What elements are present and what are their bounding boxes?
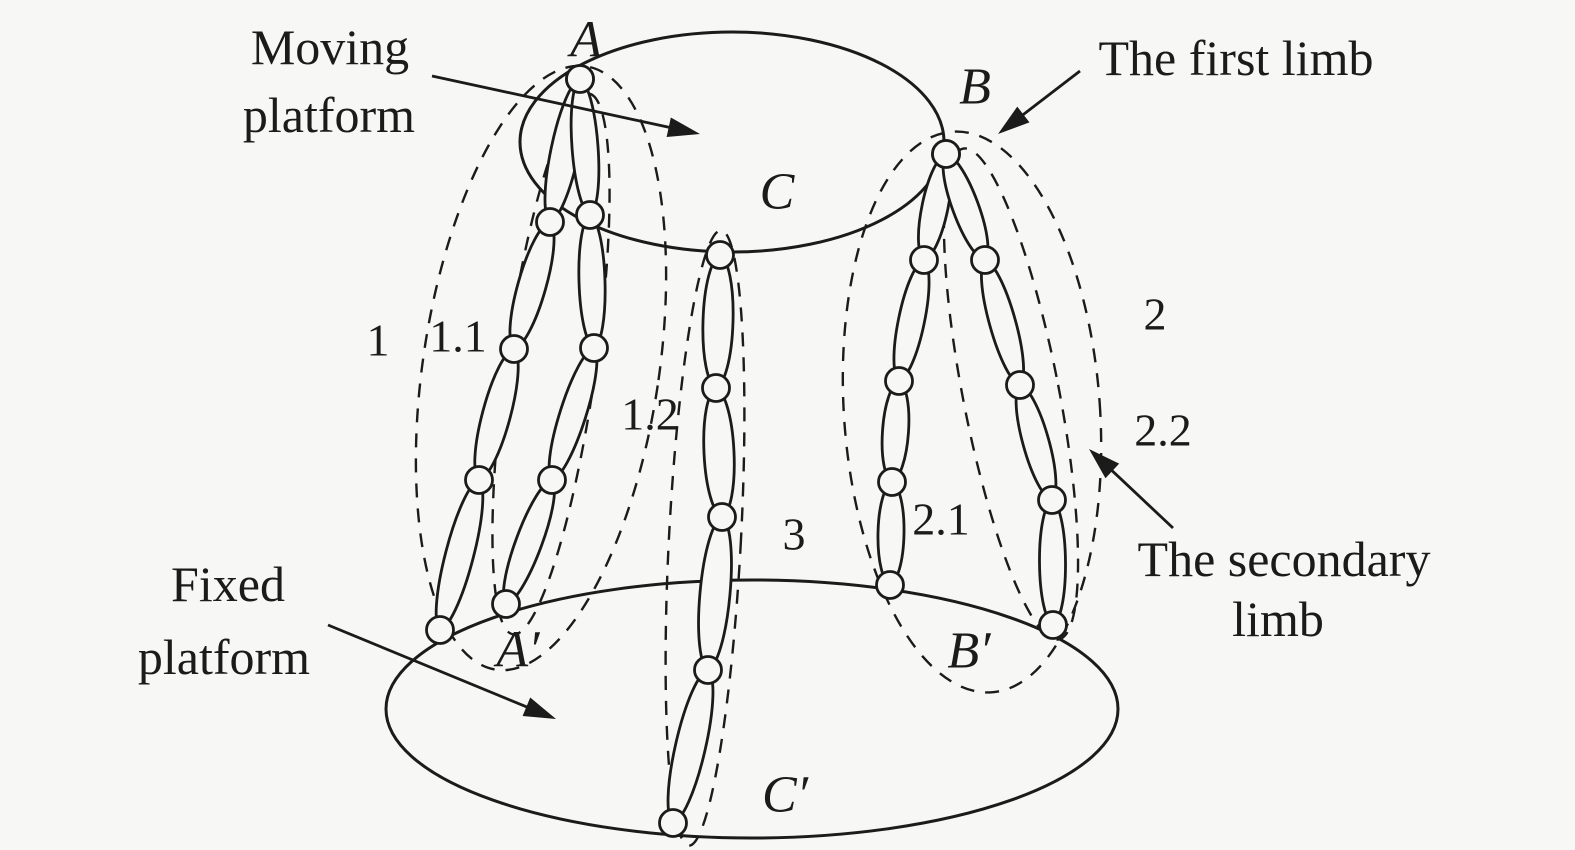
chain-3-joint-2 <box>701 373 731 403</box>
point-c-label: C <box>760 164 796 221</box>
chain-2-1-joint-4 <box>877 467 907 497</box>
first-limb-label: The first limb <box>1099 30 1374 86</box>
limb-2-2-label: 2.2 <box>1134 405 1192 456</box>
first-limb-arrow-shaft <box>1017 69 1081 120</box>
moving-platform-arrow-shaft <box>431 74 675 130</box>
first-limb-arrow-head <box>998 106 1030 134</box>
fixed-platform-label-line1: Fixed <box>171 556 285 612</box>
chain-1-2-link-3 <box>547 348 599 480</box>
secondary-limb-arrow-shaft <box>1106 465 1174 530</box>
chain-1-1-joint-3 <box>499 334 529 364</box>
limb-2-label: 2 <box>1144 289 1167 340</box>
chain-1-2-link-2 <box>577 215 607 348</box>
moving-platform-arrow-head <box>666 117 700 138</box>
point-b-prime-label: B′ <box>947 623 992 680</box>
chain-2-1-link-4 <box>876 482 906 585</box>
point-c-prime-label: C′ <box>762 767 810 824</box>
limb-1-label: 1 <box>367 315 390 366</box>
chain-3-joint-1 <box>705 240 735 270</box>
chain-1-1-joint-5 <box>425 615 455 645</box>
limb-1-outer-outline <box>414 64 668 672</box>
chain-1-2-joint-1 <box>565 64 595 94</box>
limb-3-label: 3 <box>783 509 806 560</box>
chain-1-2-joint-4 <box>537 465 567 495</box>
moving-platform-label-line1: Moving <box>251 19 409 75</box>
chain-1-1-link-2 <box>508 222 556 349</box>
fixed-platform-arrow-head <box>522 697 556 719</box>
chain-2-2-link-3 <box>1014 385 1058 500</box>
limb-2-outer-outline <box>841 130 1103 694</box>
chain-2-2-joint-5 <box>1038 610 1068 640</box>
limb-2-2-inner-outline <box>942 147 1080 641</box>
chain-2-2-link-2 <box>980 260 1025 385</box>
fixed-platform-ellipse <box>384 578 1120 840</box>
chain-2-2-joint-2 <box>970 245 1000 275</box>
chain-3-link-2 <box>702 388 736 517</box>
chain-1-2-joint-2 <box>575 200 605 230</box>
chain-2-1-link-2 <box>892 260 931 381</box>
secondary-limb-label-line2: limb <box>1232 591 1324 647</box>
secondary-limb-arrow-head <box>1089 449 1120 479</box>
chain-2-1-joint-5 <box>875 570 905 600</box>
fixed-platform-label-line2: platform <box>138 629 310 685</box>
limb-1-1-label: 1.1 <box>429 311 487 362</box>
chain-1-1-link-4 <box>434 480 485 630</box>
chain-3-joint-5 <box>658 808 688 838</box>
chain-3-link-3 <box>697 517 733 670</box>
chain-2-2-joint-3 <box>1005 370 1035 400</box>
chain-2-1-joint-3 <box>884 366 914 396</box>
point-a-label: A <box>567 12 602 69</box>
chain-1-2-joint-3 <box>579 333 609 363</box>
chain-2-2-link-4 <box>1038 500 1067 625</box>
chain-3-link-4 <box>666 670 715 823</box>
point-b-label: B <box>959 59 991 116</box>
chain-1-2-joint-5 <box>491 589 521 619</box>
chain-1-1-joint-2 <box>535 207 565 237</box>
fixed-platform-arrow-shaft <box>327 623 533 711</box>
chain-2-2-joint-1 <box>931 139 961 169</box>
chain-2-1-joint-2 <box>909 245 939 275</box>
chain-3-joint-3 <box>707 502 737 532</box>
chain-3-link-1 <box>701 255 735 388</box>
limb-1-2-label: 1.2 <box>621 389 679 440</box>
limb-2-1-label: 2.1 <box>912 494 970 545</box>
chain-2-2-joint-4 <box>1037 485 1067 515</box>
chain-1-1-joint-4 <box>464 465 494 495</box>
chain-1-2-link-4 <box>502 480 556 604</box>
chain-2-1-link-3 <box>880 381 911 482</box>
chain-3-joint-4 <box>693 655 723 685</box>
limb-3-outline <box>664 229 746 847</box>
point-a-prime-label: A′ <box>493 622 541 679</box>
moving-platform-label-line2: platform <box>243 87 415 143</box>
secondary-limb-label-line1: The secondary <box>1138 531 1431 587</box>
